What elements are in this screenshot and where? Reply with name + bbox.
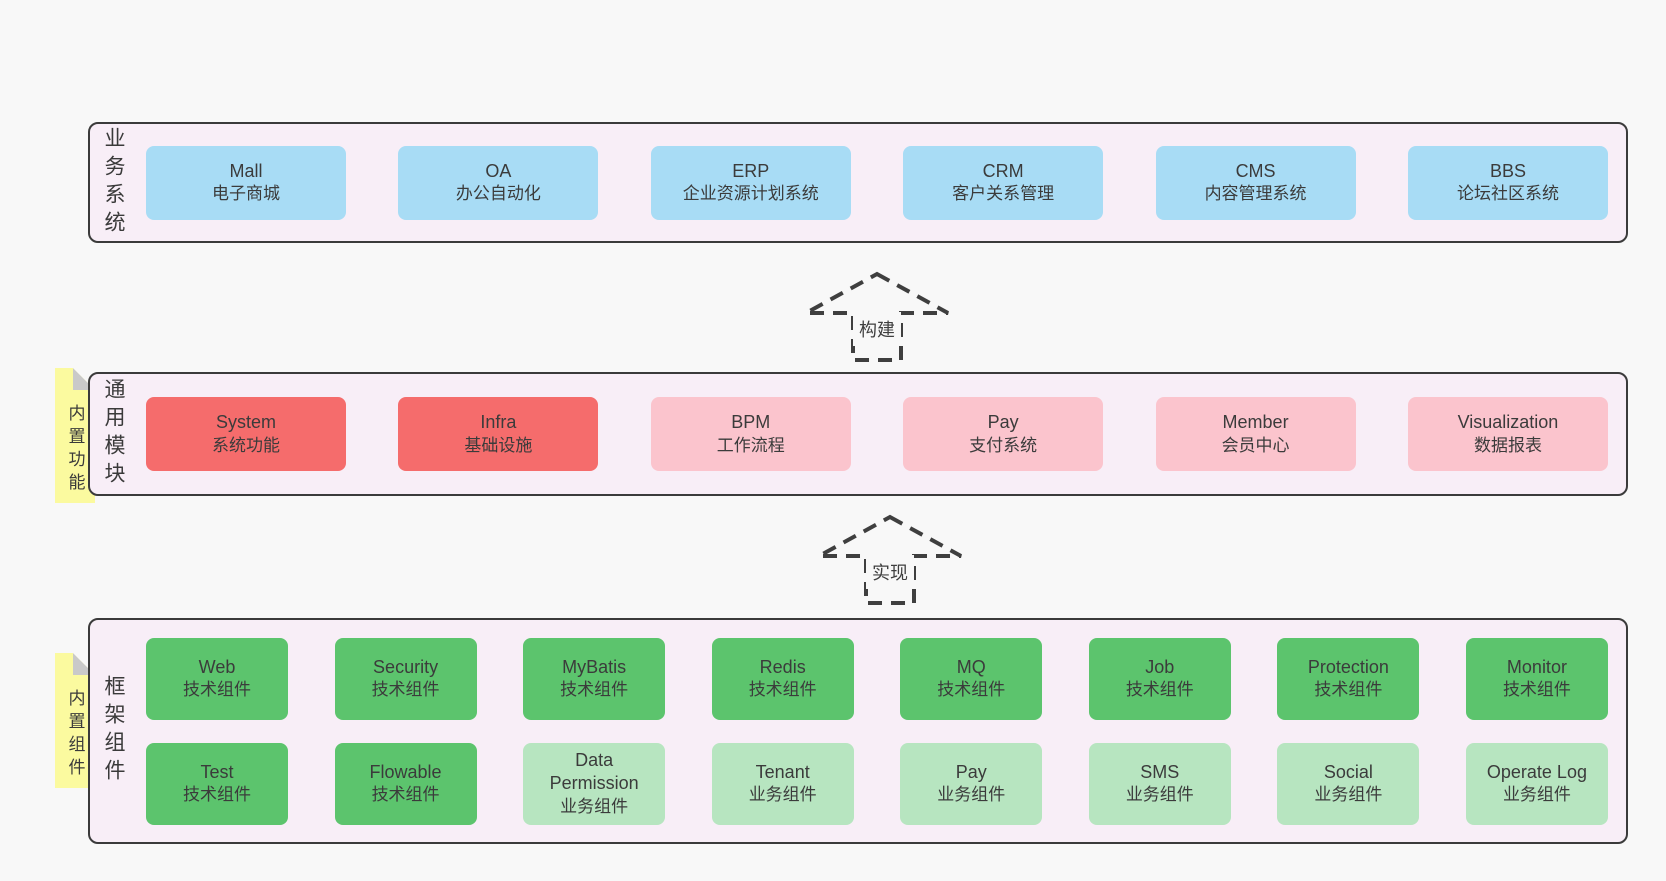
node-monitor: Monitor 技术组件: [1465, 637, 1608, 720]
business-row: Mall 电子商城 OA 办公自动化 ERP 企业资源计划系统 CRM 客户关系…: [146, 145, 1608, 220]
components-row-1: Web 技术组件 Security 技术组件 MyBatis 技术组件 Redi…: [146, 637, 1608, 720]
section-content: System 系统功能 Infra 基础设施 BPM 工作流程 Pay 支付系统…: [136, 374, 1626, 494]
node-oa: OA 办公自动化: [398, 145, 599, 220]
node-flowable: Flowable 技术组件: [334, 742, 477, 825]
section-common-modules: 通用模块 System 系统功能 Infra 基础设施 BPM 工作流程 Pay…: [88, 372, 1628, 496]
node-crm: CRM 客户关系管理: [903, 145, 1104, 220]
arrow-implement-label: 实现: [866, 555, 914, 589]
dashed-up-arrow-icon: [805, 271, 949, 362]
node-operate-log: Operate Log 业务组件: [1465, 742, 1608, 825]
node-bpm: BPM 工作流程: [650, 397, 851, 471]
tab-label-built-in-features: 内置功能: [65, 404, 85, 496]
node-job: Job 技术组件: [1088, 637, 1231, 720]
node-social: Social 业务组件: [1277, 742, 1420, 825]
arrow-build-label: 构建: [853, 312, 901, 346]
node-protection: Protection 技术组件: [1277, 637, 1420, 720]
node-tenant: Tenant 业务组件: [711, 742, 854, 825]
node-pay: Pay 支付系统: [903, 397, 1104, 471]
tab-label-built-in-components: 内置组件: [65, 689, 85, 781]
arrow-implement: 实现: [810, 514, 970, 606]
section-label-column: 框架组件: [90, 620, 136, 842]
section-content: Web 技术组件 Security 技术组件 MyBatis 技术组件 Redi…: [136, 620, 1626, 842]
node-erp: ERP 企业资源计划系统: [650, 145, 851, 220]
node-mall: Mall 电子商城: [146, 145, 346, 220]
node-test: Test 技术组件: [146, 742, 288, 825]
dashed-up-arrow-icon: [818, 514, 962, 605]
node-infra: Infra 基础设施: [398, 397, 599, 471]
section-business-systems: 业务系统 Mall 电子商城 OA 办公自动化 ERP 企业资源计划系统 CRM…: [88, 122, 1628, 243]
node-mybatis: MyBatis 技术组件: [523, 637, 666, 720]
node-data-permission: Data Permission 业务组件: [523, 742, 666, 825]
node-bbs: BBS 论坛社区系统: [1407, 145, 1608, 220]
node-security: Security 技术组件: [334, 637, 477, 720]
node-cms: CMS 内容管理系统: [1155, 145, 1356, 220]
section-title-components: 框架组件: [102, 675, 125, 787]
modules-row: System 系统功能 Infra 基础设施 BPM 工作流程 Pay 支付系统…: [146, 397, 1608, 471]
section-label-column: 通用模块: [90, 374, 136, 494]
node-sms: SMS 业务组件: [1088, 742, 1231, 825]
node-redis: Redis 技术组件: [711, 637, 854, 720]
node-visualization: Visualization 数据报表: [1407, 397, 1608, 471]
node-web: Web 技术组件: [146, 637, 288, 720]
node-mq: MQ 技术组件: [900, 637, 1043, 720]
node-pay-biz: Pay 业务组件: [900, 742, 1043, 825]
components-row-2: Test 技术组件 Flowable 技术组件 Data Permission …: [146, 742, 1608, 825]
node-member: Member 会员中心: [1155, 397, 1356, 471]
arrow-build: 构建: [797, 271, 957, 363]
section-title-modules: 通用模块: [102, 378, 125, 490]
section-content: Mall 电子商城 OA 办公自动化 ERP 企业资源计划系统 CRM 客户关系…: [136, 124, 1626, 241]
node-system: System 系统功能: [146, 397, 346, 471]
section-label-column: 业务系统: [90, 124, 136, 241]
section-framework-components: 框架组件 Web 技术组件 Security 技术组件 MyBatis 技术组件…: [88, 618, 1628, 844]
section-title-business: 业务系统: [102, 126, 125, 239]
